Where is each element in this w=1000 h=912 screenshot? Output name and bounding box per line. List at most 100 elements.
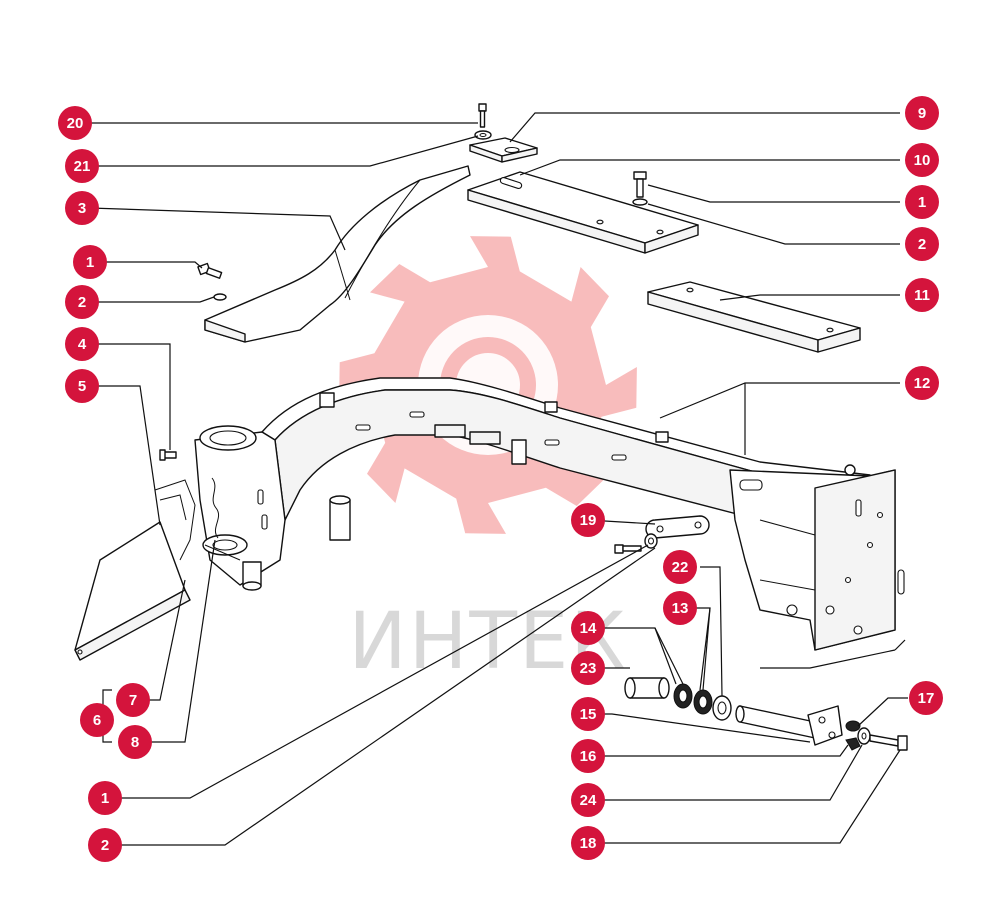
callout-label: 1 (86, 254, 94, 271)
part-washer-21 (474, 130, 492, 140)
callout-c23: 23 (571, 651, 605, 685)
callout-c2c: 2 (905, 227, 939, 261)
callout-circle (73, 245, 107, 279)
callout-label: 7 (129, 692, 137, 709)
callout-c18: 18 (571, 826, 605, 860)
callout-label: 24 (580, 792, 597, 809)
callout-label: 1 (101, 790, 109, 807)
callout-label: 12 (914, 375, 931, 392)
leader-lines (89, 112, 908, 846)
callout-circle (571, 826, 605, 860)
callout-label: 20 (67, 115, 84, 132)
callout-label: 21 (74, 158, 91, 175)
callout-c9: 9 (905, 96, 939, 130)
callout-c7: 7 (116, 683, 150, 717)
callout-circle (663, 550, 697, 584)
callout-c21: 21 (65, 149, 99, 183)
callout-circle (571, 739, 605, 773)
callout-label: 3 (78, 200, 86, 217)
part-washer-24 (857, 727, 871, 745)
part-bracket-10 (467, 171, 699, 254)
part-clamp-7 (154, 479, 196, 561)
callout-circle (571, 651, 605, 685)
callout-c12: 12 (905, 366, 939, 400)
callout-circle (571, 697, 605, 731)
callout-circle (118, 725, 152, 759)
callout-circle (905, 366, 939, 400)
callout-c3: 3 (65, 191, 99, 225)
callout-circle (571, 611, 605, 645)
callout-c2a: 2 (65, 285, 99, 319)
callout-c6: 6 (80, 703, 114, 737)
callout-c10: 10 (905, 143, 939, 177)
callout-label: 14 (580, 620, 597, 637)
part-bushing-23 (624, 677, 670, 699)
callout-c5: 5 (65, 369, 99, 403)
part-washer-2c (632, 198, 648, 206)
part-link-19 (645, 515, 710, 539)
callout-c22: 22 (663, 550, 697, 584)
callout-c1c: 1 (905, 185, 939, 219)
part-frame-12 (194, 377, 905, 651)
callout-label: 2 (101, 837, 109, 854)
part-bolt-4 (159, 449, 177, 461)
callout-circle (65, 369, 99, 403)
callout-circle (65, 191, 99, 225)
part-seal-14 (673, 683, 693, 709)
callout-c13: 13 (663, 591, 697, 625)
callout-c11: 11 (905, 278, 939, 312)
part-bolt-20 (478, 103, 487, 128)
callout-label: 22 (672, 559, 689, 576)
callout-circle (663, 591, 697, 625)
part-pin-15 (735, 705, 843, 746)
callout-circle (905, 143, 939, 177)
part-plate-11 (647, 281, 861, 353)
part-bolt-1b (614, 544, 642, 554)
callout-c16: 16 (571, 739, 605, 773)
callout-label: 23 (580, 660, 597, 677)
part-washer-2a (213, 293, 227, 301)
callout-circle (571, 503, 605, 537)
callout-circle (909, 681, 943, 715)
part-nut-16 (845, 737, 861, 751)
callout-label: 19 (580, 512, 597, 529)
callout-label: 9 (918, 105, 926, 122)
callout-c8: 8 (118, 725, 152, 759)
callout-c2b: 2 (88, 828, 122, 862)
part-bolt-18 (869, 734, 908, 751)
callout-label: 11 (914, 287, 930, 304)
callout-label: 18 (580, 835, 597, 852)
callout-label: 15 (580, 706, 597, 723)
callout-label: 10 (914, 152, 931, 169)
callout-label: 1 (918, 194, 926, 211)
callout-c14: 14 (571, 611, 605, 645)
callout-c20: 20 (58, 106, 92, 140)
callout-circle (88, 781, 122, 815)
part-washer-17 (845, 720, 861, 732)
callout-circle (58, 106, 92, 140)
callout-circle (65, 327, 99, 361)
callout-c17: 17 (909, 681, 943, 715)
callout-label: 17 (918, 690, 935, 707)
callout-circle (116, 683, 150, 717)
callout-c15: 15 (571, 697, 605, 731)
part-fender-3 (204, 165, 471, 343)
callout-circle (65, 149, 99, 183)
part-plate-9 (469, 137, 538, 163)
callout-circle (905, 96, 939, 130)
callout-circle (65, 285, 99, 319)
callout-label: 2 (78, 294, 86, 311)
callout-c4: 4 (65, 327, 99, 361)
callout-circle (905, 227, 939, 261)
part-bolt-1c (633, 171, 647, 198)
part-chain-8 (204, 477, 241, 561)
callout-label: 4 (78, 336, 87, 353)
part-seal-13 (693, 689, 713, 715)
part-bolt-1a (197, 262, 223, 279)
part-washer-2b (644, 533, 658, 549)
callout-label: 2 (918, 236, 926, 253)
callout-badges: 2021312456781291012111219221314231516172… (58, 96, 943, 862)
callout-c1b: 1 (88, 781, 122, 815)
part-ring-22 (712, 695, 732, 721)
